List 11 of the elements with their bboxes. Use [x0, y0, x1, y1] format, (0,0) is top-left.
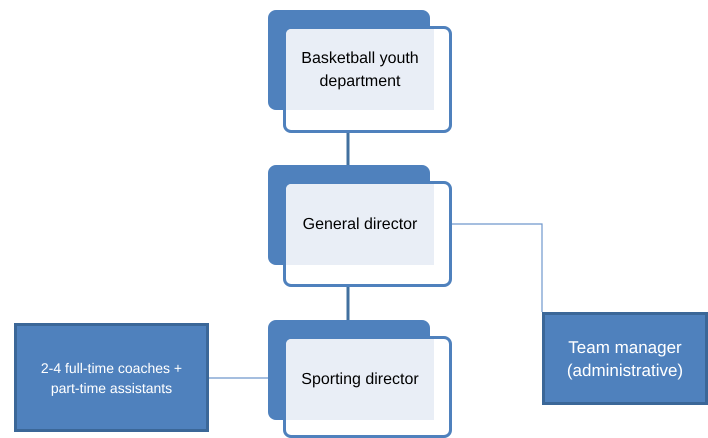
box-label: 2-4 full-time coaches + part-time assistants	[40, 358, 184, 398]
box-label: General director	[302, 215, 418, 235]
org-box	[14, 323, 209, 432]
org-box	[542, 312, 708, 405]
connector-line	[346, 133, 350, 165]
box-label: Team manager (administrative)	[566, 336, 684, 382]
connector-line	[346, 287, 350, 320]
connector-line	[452, 223, 543, 312]
box-label: Sporting director	[301, 370, 419, 390]
box-label: Basketball youth department	[300, 48, 420, 92]
connector-line	[209, 377, 268, 379]
